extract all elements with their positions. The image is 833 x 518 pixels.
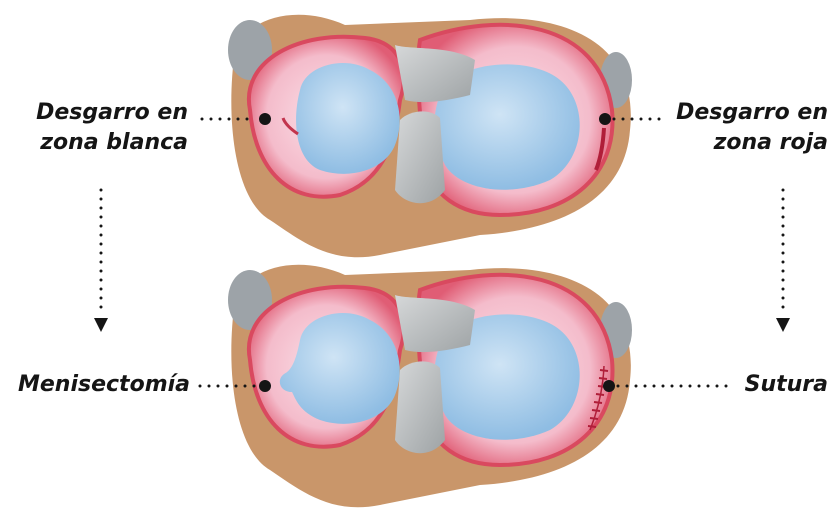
ligament-posterior-top [395, 111, 445, 203]
label-bottom-left: Menisectomía [6, 370, 190, 400]
ligament-posterior-bottom [395, 361, 445, 453]
callout-dot-bottom-right [603, 380, 615, 392]
label-top-right-line2: zona roja [672, 128, 828, 158]
label-top-right-line1: Desgarro en [672, 98, 828, 128]
callout-dot-top-right [599, 113, 611, 125]
label-top-left-line2: zona blanca [24, 128, 188, 158]
label-top-right: Desgarro en zona roja [672, 98, 828, 158]
label-bottom-right: Sutura [730, 370, 828, 400]
callout-dot-bottom-left [259, 380, 271, 392]
arrowhead-right-icon [776, 318, 790, 332]
arrowhead-left-icon [94, 318, 108, 332]
bottom-knee-illustration [228, 265, 632, 507]
label-top-left-line1: Desgarro en [24, 98, 188, 128]
callout-dot-top-left [259, 113, 271, 125]
top-knee-illustration [228, 15, 632, 257]
label-top-left: Desgarro en zona blanca [24, 98, 188, 158]
